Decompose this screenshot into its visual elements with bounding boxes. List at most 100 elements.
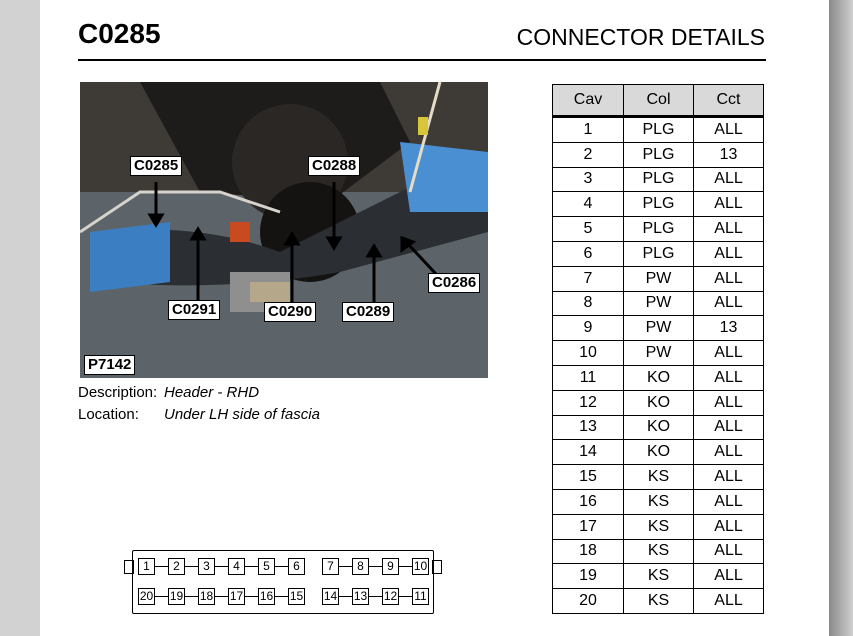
cell-col: KS (623, 588, 694, 614)
connector-left-tab (124, 560, 134, 574)
connector-pin: 11 (412, 588, 429, 605)
connector-right-tab (432, 560, 442, 574)
cell-cav: 16 (552, 488, 624, 515)
pin-separator (245, 596, 258, 597)
location-label: Location: (78, 406, 139, 423)
cell-cav: 15 (552, 464, 624, 490)
cell-cct: ALL (693, 265, 764, 292)
connector-body (132, 550, 434, 614)
pin-separator (339, 596, 352, 597)
header-rule (78, 59, 766, 61)
cell-cct: ALL (693, 588, 764, 614)
cell-cct: ALL (693, 240, 764, 267)
header-col: Col (623, 84, 694, 118)
cell-cav: 8 (552, 290, 624, 317)
cell-cav: 19 (552, 563, 624, 590)
connector-pin: 20 (138, 588, 155, 605)
pin-separator (185, 566, 198, 567)
cell-cav: 4 (552, 191, 624, 218)
description-value: Header - RHD (164, 384, 260, 401)
cell-cct: 13 (693, 315, 764, 342)
cell-cct: ALL (693, 389, 764, 416)
header-cav: Cav (552, 84, 624, 118)
page-title: C0285 (78, 18, 161, 49)
connector-pin: 6 (288, 558, 305, 575)
connector-pin: 5 (258, 558, 275, 575)
connector-pin: 3 (198, 558, 215, 575)
pin-separator (215, 596, 228, 597)
pin-separator (275, 566, 288, 567)
connector-pin: 19 (168, 588, 185, 605)
page-edge-shadow (829, 0, 853, 636)
cell-cav: 11 (552, 364, 624, 391)
cell-cav: 12 (552, 389, 624, 416)
cell-cav: 1 (552, 116, 624, 143)
cell-cct: ALL (693, 216, 764, 242)
cell-cav: 13 (552, 414, 624, 441)
connector-pin: 9 (382, 558, 399, 575)
header-cct: Cct (693, 84, 764, 118)
connector-pin: 2 (168, 558, 185, 575)
pin-separator (339, 566, 352, 567)
connector-pin: 14 (322, 588, 339, 605)
connector-pin: 15 (288, 588, 305, 605)
cell-col: PLG (623, 141, 694, 168)
description-label: Description: (78, 384, 158, 401)
connector-pin: 18 (198, 588, 215, 605)
cell-cct: ALL (693, 488, 764, 515)
cell-cct: ALL (693, 364, 764, 391)
cell-col: KS (623, 563, 694, 590)
cell-cav: 10 (552, 340, 624, 366)
cell-col: PW (623, 315, 694, 342)
photo-id-label: P7142 (84, 355, 136, 375)
connector-pin: 7 (322, 558, 339, 575)
connector-pin: 13 (352, 588, 369, 605)
cell-cct: ALL (693, 513, 764, 540)
cell-cav: 5 (552, 216, 624, 242)
callout-c0290: C0290 (264, 302, 317, 322)
cell-cav: 18 (552, 538, 624, 565)
cell-col: KO (623, 414, 694, 441)
cell-col: PLG (623, 191, 694, 218)
cell-cav: 7 (552, 265, 624, 292)
cell-col: KO (623, 439, 694, 466)
cell-col: KO (623, 389, 694, 416)
pin-separator (185, 596, 198, 597)
cell-col: KO (623, 364, 694, 391)
cell-cav: 6 (552, 240, 624, 267)
cell-col: PW (623, 265, 694, 292)
cell-cct: ALL (693, 340, 764, 366)
table-header-row: Cav Col Cct (552, 84, 764, 118)
pin-separator (155, 566, 168, 567)
cell-cct: ALL (693, 414, 764, 441)
pin-separator (215, 566, 228, 567)
cell-col: PLG (623, 216, 694, 242)
cell-cct: ALL (693, 166, 764, 193)
cell-cct: ALL (693, 464, 764, 490)
pin-separator (369, 596, 382, 597)
callout-c0288: C0288 (308, 156, 361, 176)
pin-separator (245, 566, 258, 567)
connector-pin: 1 (138, 558, 155, 575)
cell-col: PLG (623, 116, 694, 143)
cell-cav: 3 (552, 166, 624, 193)
cell-cct: ALL (693, 563, 764, 590)
pin-separator (399, 566, 412, 567)
cell-col: PLG (623, 166, 694, 193)
pin-separator (369, 566, 382, 567)
callout-c0291: C0291 (168, 300, 221, 320)
